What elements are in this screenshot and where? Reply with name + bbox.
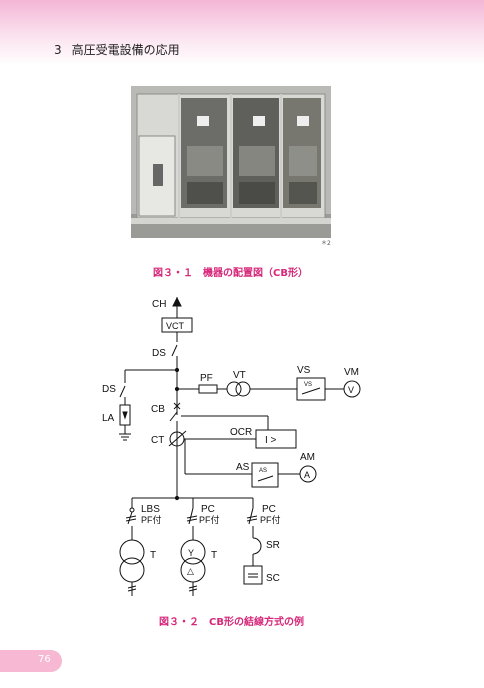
pf-fuse <box>198 384 218 394</box>
page-number: 76 <box>38 654 51 665</box>
ocr-relay-box <box>255 429 297 449</box>
label-sr: SR <box>266 540 280 551</box>
header-band <box>0 0 484 66</box>
label-t2: T <box>211 550 217 561</box>
label-pf-fuse-2: PF付 <box>199 515 220 525</box>
sc-box <box>243 565 263 585</box>
label-pf: PF <box>200 373 213 384</box>
switchgear-photo <box>131 86 331 238</box>
label-vct: VCT <box>166 321 185 331</box>
label-lbs: LBS <box>141 504 160 515</box>
label-ocr: OCR <box>230 427 252 438</box>
label-pf-fuse-1: PF付 <box>141 515 162 525</box>
label-vt: VT <box>233 370 246 381</box>
page-number-badge <box>0 650 62 672</box>
chapter-title: 高圧受電設備の応用 <box>71 43 180 57</box>
label-vm-meter: V <box>348 385 354 395</box>
label-delta: △ <box>187 566 194 576</box>
figure2-caption: 図３・２ CB形の結線方式の例 <box>159 617 304 628</box>
label-vs: VS <box>297 365 311 376</box>
label-ds-main: DS <box>152 348 166 359</box>
label-vm: VM <box>344 367 359 378</box>
chapter-number: 3 <box>54 43 62 57</box>
label-as: AS <box>236 462 250 473</box>
label-ch: CH <box>152 299 166 310</box>
label-ds-la: DS <box>102 384 116 395</box>
label-pc-1: PC <box>201 504 215 515</box>
figure1-caption: 図３・１ 機器の配置図（CB形） <box>153 268 308 279</box>
label-as-box: AS <box>259 468 267 474</box>
label-vs-box: VS <box>304 382 312 388</box>
label-y: Y <box>188 548 194 558</box>
label-pf-fuse-3: PF付 <box>260 515 281 525</box>
label-la: LA <box>102 413 115 424</box>
label-cb: CB <box>151 404 165 415</box>
label-pc-2: PC <box>262 504 276 515</box>
label-am: AM <box>300 452 315 463</box>
chapter-heading: 3 高圧受電設備の応用 <box>54 41 180 58</box>
photo-credit: ＊2 <box>321 240 331 247</box>
label-sc: SC <box>266 573 280 584</box>
label-am-meter: A <box>304 470 310 480</box>
label-ct: CT <box>151 435 164 446</box>
label-relay: I > <box>265 435 277 446</box>
label-t1: T <box>150 550 156 561</box>
as-box <box>251 462 279 488</box>
